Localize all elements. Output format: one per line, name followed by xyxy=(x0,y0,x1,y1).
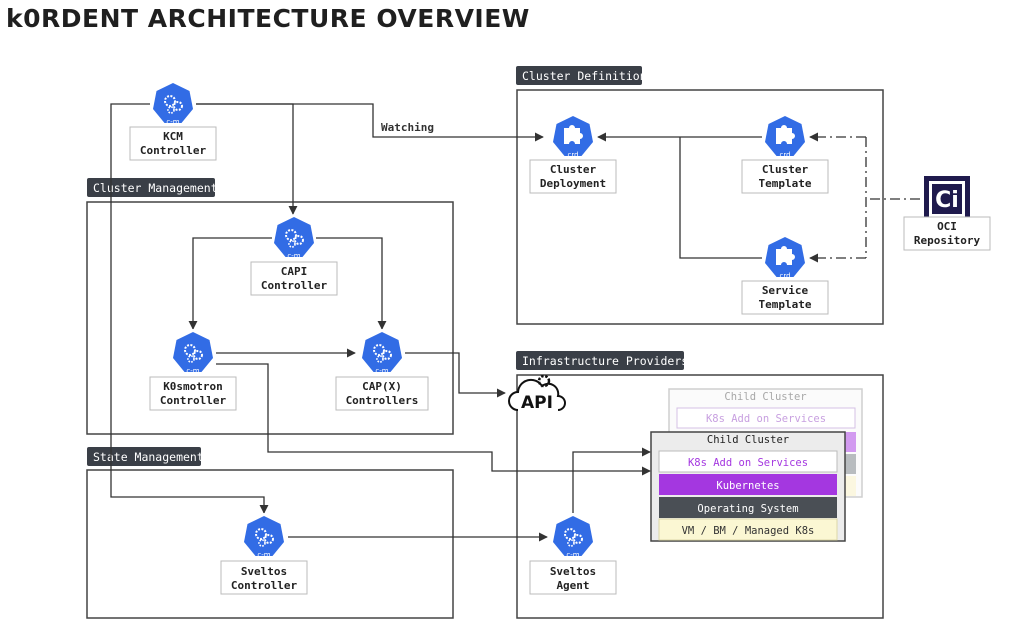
edge-kcm-to-capi xyxy=(196,103,298,215)
k0smotron-controller-label: K0smotron Controller xyxy=(149,376,237,411)
svg-text:Controller: Controller xyxy=(160,394,227,407)
group-tag-state-management: State Management xyxy=(87,447,204,466)
group-frame-cluster-management xyxy=(86,201,454,435)
oci-logo: Ci xyxy=(924,176,970,222)
child-cluster-back-title: Child Cluster xyxy=(724,391,806,403)
api-label: API xyxy=(521,393,553,413)
svg-text:Controller: Controller xyxy=(261,279,328,292)
api-icon: API xyxy=(508,374,566,413)
edge-kcm-to-sveltos-controller xyxy=(110,103,269,514)
svg-text:Service: Service xyxy=(762,284,809,297)
service-template-icon-tag: crd xyxy=(779,272,790,280)
svg-text:Agent: Agent xyxy=(556,579,589,592)
page-title: k0RDENT ARCHITECTURE OVERVIEW xyxy=(6,4,530,33)
svg-text:Sveltos: Sveltos xyxy=(550,565,596,578)
svg-text:Infrastructure Providers: Infrastructure Providers xyxy=(522,354,688,368)
child-cluster-front: Child Cluster K8s Add on Services Kubern… xyxy=(650,431,846,542)
edge-k0smotron-to-child-cluster xyxy=(216,363,651,476)
sveltos-agent-icon-tag: c-m xyxy=(566,551,579,559)
group-frame-cluster-definition xyxy=(516,89,884,325)
svg-text:Repository: Repository xyxy=(914,234,981,247)
capx-controllers-label: CAP(X) Controllers xyxy=(335,376,429,411)
svg-text:Controller: Controller xyxy=(140,144,207,157)
child-cluster-back-addons: K8s Add on Services xyxy=(706,413,826,425)
svg-text:State Management: State Management xyxy=(93,450,204,464)
group-frame-state-management xyxy=(86,469,454,619)
cluster-deployment-label: Cluster Deployment xyxy=(529,159,617,194)
edge-label-watching: Watching xyxy=(381,121,434,134)
svg-text:OCI: OCI xyxy=(937,220,957,233)
edge-capx-to-api xyxy=(405,352,506,398)
sveltos-agent-label: Sveltos Agent xyxy=(529,560,617,595)
cluster-deployment-icon-tag: crd xyxy=(567,151,578,159)
edges xyxy=(110,103,920,542)
group-tag-infrastructure-providers: Infrastructure Providers xyxy=(516,351,688,370)
capi-icon-tag: c-m xyxy=(287,252,300,260)
edge-kcm-to-cluster-deployment xyxy=(196,103,544,142)
layer-kubernetes: Kubernetes xyxy=(716,480,779,492)
edge-capi-to-k0smotron xyxy=(188,237,272,330)
svg-text:Controller: Controller xyxy=(231,579,298,592)
svg-text:Template: Template xyxy=(759,177,812,190)
svg-text:Cluster: Cluster xyxy=(762,163,809,176)
svg-text:Cluster: Cluster xyxy=(550,163,597,176)
svg-text:Sveltos: Sveltos xyxy=(241,565,287,578)
layer-operating-system: Operating System xyxy=(697,503,798,515)
edge-capi-to-capx xyxy=(316,237,387,330)
svg-text:KCM: KCM xyxy=(163,130,183,143)
svg-text:K0smotron: K0smotron xyxy=(163,380,223,393)
cluster-template-icon-tag: crd xyxy=(779,151,790,159)
svg-text:Ci: Ci xyxy=(935,188,959,213)
svg-text:Cluster Definition: Cluster Definition xyxy=(522,69,647,83)
child-cluster-front-title: Child Cluster xyxy=(707,434,789,446)
layer-addons: K8s Add on Services xyxy=(688,457,808,469)
group-tag-cluster-definition: Cluster Definition xyxy=(516,66,647,85)
group-tag-cluster-management: Cluster Management xyxy=(87,178,218,197)
layer-vm-bm: VM / BM / Managed K8s xyxy=(682,525,815,537)
service-template-label: Service Template xyxy=(741,280,829,315)
capi-controller-label: CAPI Controller xyxy=(250,261,338,296)
svg-text:CAP(X): CAP(X) xyxy=(362,380,402,393)
svg-text:Cluster Management: Cluster Management xyxy=(93,181,218,195)
capx-icon-tag: c-m xyxy=(375,367,388,375)
kcm-controller-label: KCM Controller xyxy=(129,126,217,161)
svg-text:Template: Template xyxy=(759,298,812,311)
svg-text:Deployment: Deployment xyxy=(540,177,606,190)
svg-text:Controllers: Controllers xyxy=(346,394,419,407)
sveltos-controller-label: Sveltos Controller xyxy=(220,560,308,595)
edge-sveltos-agent-to-child-cluster xyxy=(572,447,651,513)
k0smotron-icon-tag: c-m xyxy=(186,367,199,375)
kcm-icon-tag: c-m xyxy=(166,118,179,126)
cluster-template-label: Cluster Template xyxy=(741,159,829,194)
oci-repository-label: OCI Repository xyxy=(903,216,991,251)
svg-text:CAPI: CAPI xyxy=(281,265,308,278)
edge-service-template-to-deployment xyxy=(679,137,762,259)
sveltos-controller-icon-tag: c-m xyxy=(257,551,270,559)
group-frame-infrastructure-providers xyxy=(516,374,884,619)
